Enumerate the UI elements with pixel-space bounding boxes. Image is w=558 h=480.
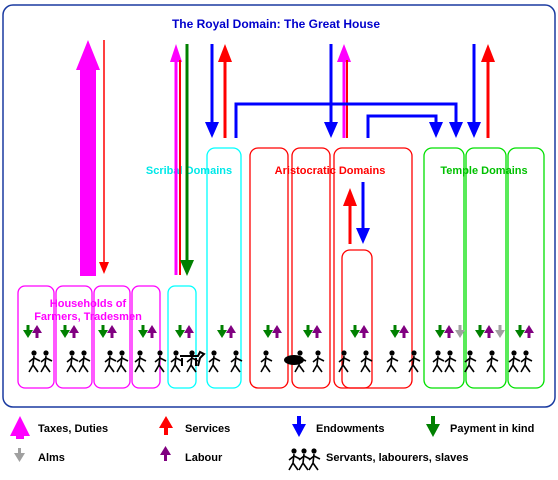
pig-figure (284, 355, 304, 365)
labour-small-arrow (312, 325, 322, 338)
worker-figure (508, 349, 521, 373)
endowment-connector-head-1 (449, 122, 463, 138)
worker-figure (486, 349, 499, 373)
payment-small-arrow (138, 325, 148, 338)
labour-small-arrow (272, 325, 282, 338)
labour-small-arrow (359, 325, 369, 338)
payment-small-arrow (175, 325, 185, 338)
legend-services: Services (185, 423, 230, 435)
labour-small-arrow (147, 325, 157, 338)
legend: Taxes, Duties Services Endowments Paymen… (10, 416, 534, 471)
payment-small-arrow (515, 325, 525, 338)
labour-small-arrow (69, 325, 79, 338)
payment-small-arrow (60, 325, 70, 338)
worker-figure (116, 349, 129, 373)
labour-small-arrow (226, 325, 236, 338)
legend-alms: Alms (38, 452, 65, 464)
worker-figure (66, 349, 79, 373)
aristocratic-taxes-arrow (337, 44, 351, 138)
labour-small-arrow (32, 325, 42, 338)
ox-figure (180, 350, 206, 367)
red-up-arrow-icon (159, 416, 173, 435)
temple-endowment-arrow (467, 44, 481, 138)
legend-servants: Servants, labourers, slaves (326, 452, 468, 464)
taxes-big-arrow (76, 40, 100, 276)
workers-row (28, 349, 533, 373)
endowment-connector-head-2 (429, 122, 443, 138)
worker-figure (408, 349, 421, 373)
blue-down-arrow-icon (292, 416, 306, 437)
households-boxes (17, 285, 161, 389)
royal-domain-border (2, 4, 556, 408)
endowment-connector-top (234, 102, 458, 138)
temple-service-arrow (481, 44, 495, 138)
temple-label: Temple Domains (440, 165, 527, 177)
purple-up-arrow-icon (160, 446, 171, 461)
worker-figure (338, 349, 351, 373)
payment-small-arrow (23, 325, 33, 338)
aristocratic-label: Aristocratic Domains (275, 165, 386, 177)
temple-boxes (423, 147, 545, 389)
scribal-small-box (167, 285, 197, 389)
households-label-line1: Households of (50, 298, 127, 310)
worker-figure (134, 349, 147, 373)
payment-small-arrow (350, 325, 360, 338)
legend-endowments: Endowments (316, 423, 384, 435)
worker-figure (78, 349, 91, 373)
labour-small-arrow (484, 325, 494, 338)
workers-icon (288, 447, 321, 471)
payment-small-arrow (475, 325, 485, 338)
services-to-households-arrow (99, 40, 109, 274)
labour-small-arrow (184, 325, 194, 338)
worker-figure (40, 349, 53, 373)
worker-figure (520, 349, 533, 373)
small-arrows-row (23, 325, 534, 338)
worker-figure (208, 349, 221, 373)
payment-small-arrow (263, 325, 273, 338)
magenta-up-arrow-icon (10, 416, 30, 439)
scribal-service-up-arrow (218, 44, 232, 138)
aristocratic-boxes (249, 147, 413, 389)
worker-figure (260, 349, 273, 373)
households-label-line2: Farmers, Tradesmen (34, 311, 142, 323)
gray-down-arrow-icon (14, 448, 25, 462)
worker-figure (432, 349, 445, 373)
payment-small-arrow (435, 325, 445, 338)
labour-small-arrow (524, 325, 534, 338)
payment-small-arrow (217, 325, 227, 338)
inner-endowment-arrow (356, 182, 370, 244)
inner-service-arrow (343, 188, 357, 244)
scribal-box (206, 147, 242, 389)
worker-figure (28, 349, 41, 373)
aristocratic-endowment-arrow (324, 44, 338, 138)
green-down-arrow-icon (426, 416, 440, 437)
scribal-payment-arrow (180, 44, 194, 276)
worker-figure (170, 349, 183, 373)
scribal-taxes-arrow (170, 44, 182, 275)
worker-figure (444, 349, 457, 373)
scribal-label: Scribal Domains (146, 165, 232, 177)
scribal-endowment-arrow (205, 44, 219, 138)
legend-labour: Labour (185, 452, 223, 464)
legend-taxes: Taxes, Duties (38, 423, 108, 435)
worker-figure (360, 349, 373, 373)
worker-figure (386, 349, 399, 373)
labour-small-arrow (444, 325, 454, 338)
alms-small-arrow (495, 325, 505, 338)
legend-payment: Payment in kind (450, 423, 534, 435)
diagram-title: The Royal Domain: The Great House (172, 17, 380, 31)
payment-small-arrow (303, 325, 313, 338)
labour-small-arrow (107, 325, 117, 338)
labour-small-arrow (399, 325, 409, 338)
payment-small-arrow (390, 325, 400, 338)
worker-figure (312, 349, 325, 373)
worker-figure (104, 349, 117, 373)
payment-small-arrow (98, 325, 108, 338)
alms-small-arrow (455, 325, 465, 338)
